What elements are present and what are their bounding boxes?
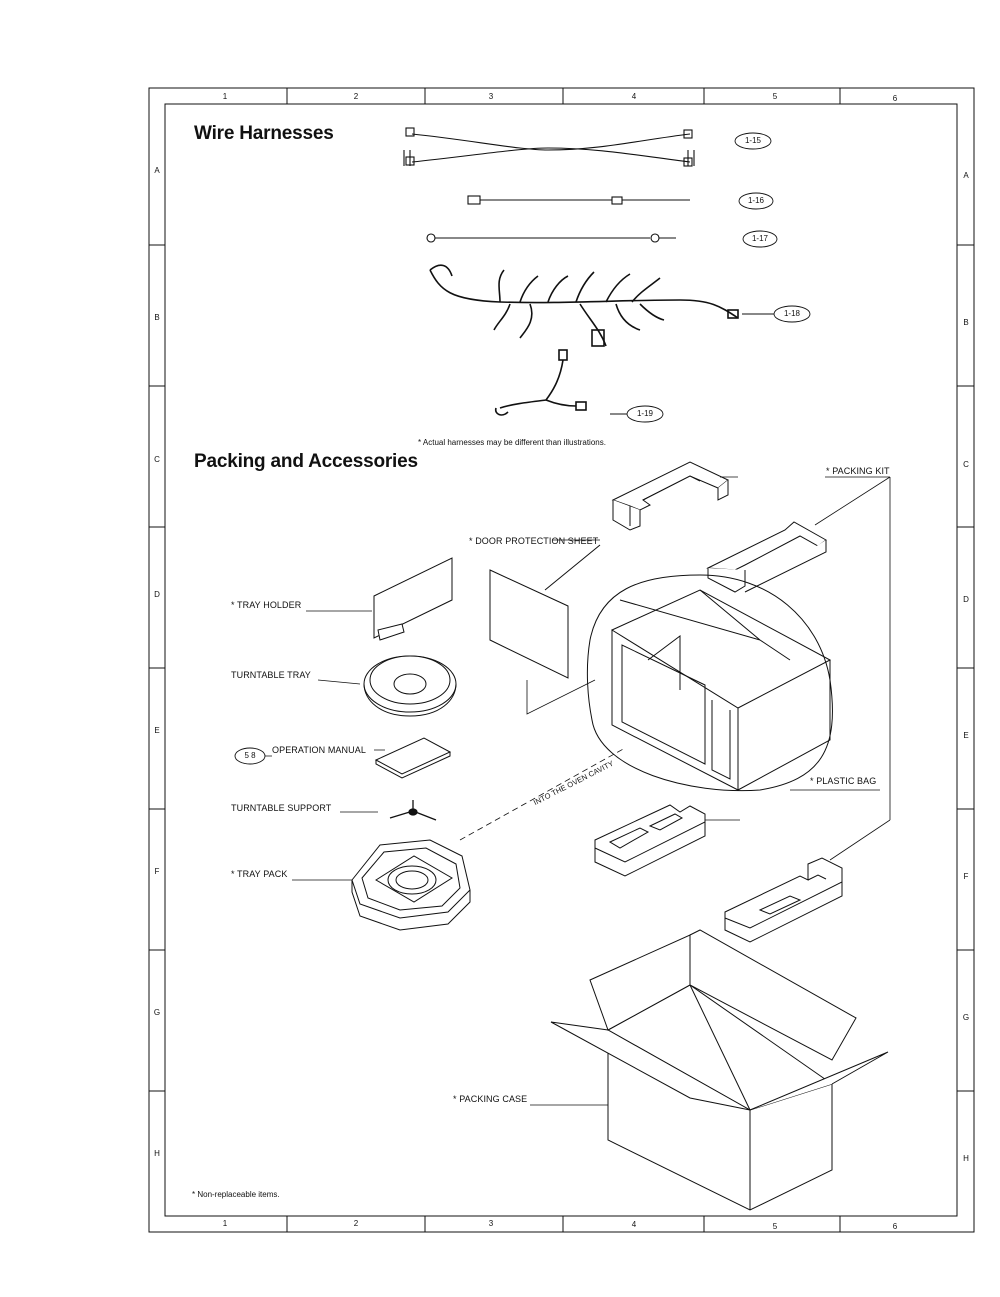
grid-row-right-c: C <box>963 460 969 469</box>
grid-col-top-4: 4 <box>631 92 637 101</box>
bottom-grid-ticks <box>286 1216 841 1232</box>
grid-col-top-5: 5 <box>772 92 778 101</box>
grid-col-bottom-3: 3 <box>488 1219 494 1228</box>
packing-case-drawing <box>550 929 889 1211</box>
inner-frame <box>164 103 958 1217</box>
grid-col-bottom-2: 2 <box>353 1219 359 1228</box>
outer-frame <box>148 87 975 1233</box>
grid-col-top-1: 1 <box>222 92 228 101</box>
callout-bubbles <box>234 132 811 765</box>
packing-kit-leader <box>700 476 891 861</box>
label-tray-holder: * TRAY HOLDER <box>231 600 302 610</box>
grid-row-left-d: D <box>154 590 160 599</box>
label-packing-case: * PACKING CASE <box>453 1094 528 1104</box>
label-tray-pack: * TRAY PACK <box>231 869 288 879</box>
operation-manual-drawing <box>374 737 452 779</box>
harness-1-19 <box>494 349 587 416</box>
callout-1-16: 1-16 <box>747 196 764 205</box>
label-packing-kit: * PACKING KIT <box>826 466 890 476</box>
microwave-oven-drawing <box>586 574 833 792</box>
grid-row-right-b: B <box>963 318 969 327</box>
packing-kit-top-left <box>611 461 729 531</box>
non-replaceable-note: * Non-replaceable items. <box>192 1190 280 1199</box>
door-protection-sheet-drawing <box>489 544 601 679</box>
harness-1-15 <box>403 127 695 167</box>
grid-row-right-g: G <box>962 1013 970 1022</box>
grid-row-left-g: G <box>153 1008 161 1017</box>
grid-row-left-b: B <box>154 313 160 322</box>
harness-1-18 <box>429 264 739 347</box>
grid-row-left-e: E <box>154 726 160 735</box>
grid-row-right-a: A <box>963 171 969 180</box>
grid-row-left-f: F <box>154 867 160 876</box>
harness-1-17 <box>426 233 676 243</box>
label-plastic-bag: * PLASTIC BAG <box>810 776 877 786</box>
left-grid-ticks <box>149 244 165 1092</box>
packing-kit-top-right <box>706 521 827 593</box>
grid-col-top-6: 6 <box>892 94 898 103</box>
grid-row-left-c: C <box>154 455 160 464</box>
grid-col-bottom-6: 6 <box>892 1222 898 1231</box>
label-operation-manual: OPERATION MANUAL <box>272 745 366 755</box>
leader-lines <box>265 539 626 1106</box>
label-turntable-support: TURNTABLE SUPPORT <box>231 803 332 813</box>
callout-operation-manual-ref: 5 8 <box>244 751 256 760</box>
turntable-tray-drawing <box>363 655 457 717</box>
label-door-protection-sheet: * DOOR PROTECTION SHEET <box>469 536 599 546</box>
right-grid-ticks <box>957 244 974 1092</box>
turntable-support-drawing <box>389 800 437 821</box>
grid-row-right-h: H <box>963 1154 969 1163</box>
grid-row-right-f: F <box>963 872 969 881</box>
grid-row-right-e: E <box>963 731 969 740</box>
wire-harnesses-title: Wire Harnesses <box>194 123 334 144</box>
grid-col-top-3: 3 <box>488 92 494 101</box>
top-grid-ticks <box>286 88 841 104</box>
callout-1-15: 1-15 <box>744 136 761 145</box>
harness-note: * Actual harnesses may be different than… <box>418 438 606 447</box>
grid-col-bottom-1: 1 <box>222 1219 228 1228</box>
harness-1-16 <box>467 195 690 205</box>
tray-holder-drawing <box>373 557 453 641</box>
grid-row-left-a: A <box>154 166 160 175</box>
grid-row-right-d: D <box>963 595 969 604</box>
packing-kit-bottom-right <box>724 857 843 943</box>
grid-row-left-h: H <box>154 1149 160 1158</box>
grid-col-bottom-4: 4 <box>631 1220 637 1229</box>
grid-col-bottom-5: 5 <box>772 1222 778 1231</box>
packing-accessories-title: Packing and Accessories <box>194 451 418 472</box>
grid-col-top-2: 2 <box>353 92 359 101</box>
callout-1-17: 1-17 <box>751 234 768 243</box>
label-turntable-tray: TURNTABLE TRAY <box>231 670 311 680</box>
callout-1-19: 1-19 <box>636 409 653 418</box>
packing-kit-bottom-left <box>594 804 706 877</box>
callout-1-18: 1-18 <box>783 309 800 318</box>
tray-pack-drawing <box>351 839 471 931</box>
